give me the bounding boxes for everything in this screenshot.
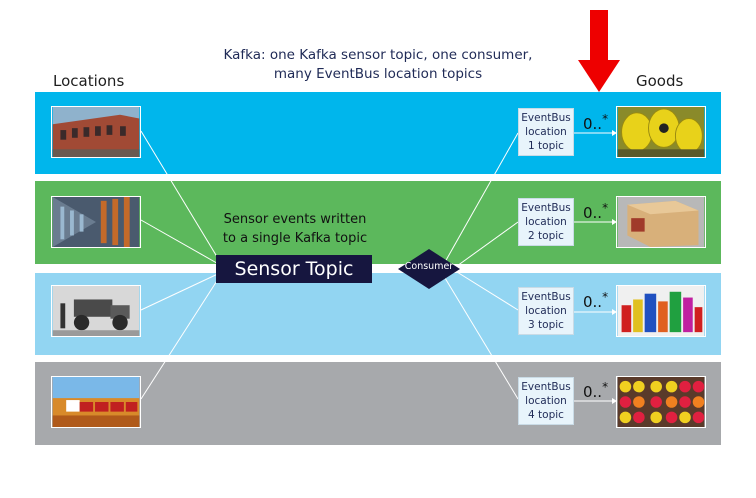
eventbus-1-line-3: 1 topic (528, 140, 564, 152)
eventbus-topic-2: EventBus location 2 topic (518, 198, 574, 246)
multiplicity-2: 0..* (583, 201, 608, 222)
sensor-topic-box: Sensor Topic (216, 255, 372, 283)
diagram-title: Kafka: one Kafka sensor topic, one consu… (0, 46, 756, 84)
eventbus-4-line-2: location (525, 395, 567, 407)
barrels-image (616, 106, 706, 158)
multiplicity-3: 0..* (583, 290, 608, 311)
multiplicity-4-text: 0.. (583, 383, 603, 401)
multiplicity-2-text: 0.. (583, 204, 603, 222)
consumer-diamond (398, 249, 460, 289)
sensor-note: Sensor events written to a single Kafka … (210, 210, 380, 248)
goods-header: Goods (636, 72, 684, 90)
road-train-image (51, 376, 141, 428)
eventbus-topic-4: EventBus location 4 topic (518, 377, 574, 425)
vintage-truck-image (51, 285, 141, 337)
locations-header: Locations (53, 72, 125, 90)
eventbus-3-line-1: EventBus (521, 291, 571, 303)
multiplicity-3-star: * (602, 290, 609, 304)
location-band-4 (35, 362, 721, 445)
factory-building-image (51, 106, 141, 158)
sensor-note-line-2: to a single Kafka topic (222, 231, 368, 246)
multiplicity-4-star: * (602, 380, 609, 394)
down-arrow-icon (578, 10, 620, 92)
warehouse-image (51, 196, 141, 248)
eventbus-2-line-2: location (525, 216, 567, 228)
title-line-1: Kafka: one Kafka sensor topic, one consu… (223, 47, 533, 63)
eventbus-4-line-1: EventBus (521, 381, 571, 393)
flowers-image (616, 376, 706, 428)
eventbus-topic-1: EventBus location 1 topic (518, 108, 574, 156)
multiplicity-3-text: 0.. (583, 293, 603, 311)
eventbus-2-line-1: EventBus (521, 202, 571, 214)
multiplicity-1-star: * (602, 112, 609, 126)
sensor-note-line-1: Sensor events written (223, 212, 367, 227)
multiplicity-4: 0..* (583, 380, 608, 401)
eventbus-1-line-2: location (525, 126, 567, 138)
eventbus-4-line-3: 4 topic (528, 409, 564, 421)
box-image (616, 196, 706, 248)
multiplicity-1-text: 0.. (583, 115, 603, 133)
eventbus-3-line-2: location (525, 305, 567, 317)
eventbus-topic-3: EventBus location 3 topic (518, 287, 574, 335)
fireworks-image (616, 285, 706, 337)
multiplicity-2-star: * (602, 201, 609, 215)
consumer-label: Consumer (404, 261, 454, 272)
eventbus-2-line-3: 2 topic (528, 230, 564, 242)
eventbus-1-line-1: EventBus (521, 112, 571, 124)
location-band-3 (35, 273, 721, 355)
eventbus-3-line-3: 3 topic (528, 319, 564, 331)
multiplicity-1: 0..* (583, 112, 608, 133)
title-line-2: many EventBus location topics (273, 66, 483, 82)
